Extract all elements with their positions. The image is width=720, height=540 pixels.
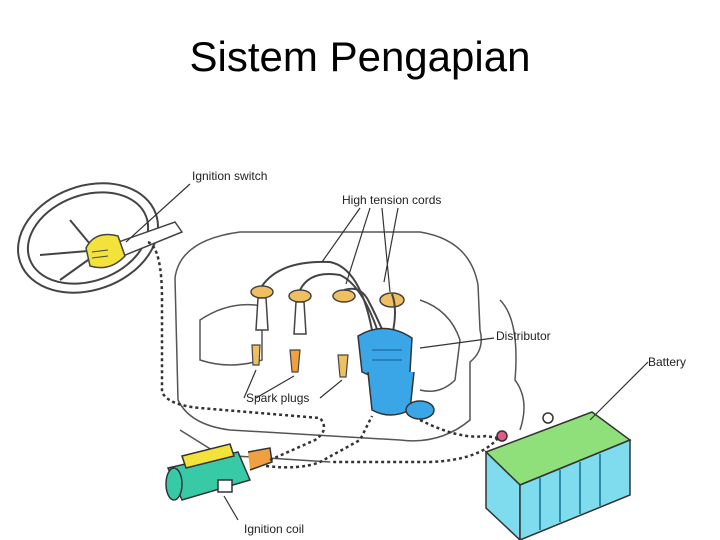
- distributor: [357, 327, 435, 420]
- battery: [484, 411, 632, 540]
- spark-plugs: [251, 344, 349, 378]
- ignition-coil: [165, 443, 273, 501]
- label-high-tension-cords: High tension cords: [342, 193, 441, 207]
- slide-title: Sistem Pengapian: [189, 33, 531, 80]
- leader-lines: [125, 183, 649, 521]
- label-spark-plugs: Spark plugs: [246, 391, 309, 405]
- high-tension-cords: [261, 260, 396, 337]
- label-battery: Battery: [648, 355, 686, 369]
- label-ignition-switch: Ignition switch: [192, 169, 267, 183]
- label-distributor: Distributor: [496, 329, 551, 343]
- wiring: [147, 240, 499, 469]
- engine-block: [174, 231, 525, 463]
- ignition-switch: [85, 233, 126, 269]
- label-ignition-coil: Ignition coil: [244, 522, 304, 536]
